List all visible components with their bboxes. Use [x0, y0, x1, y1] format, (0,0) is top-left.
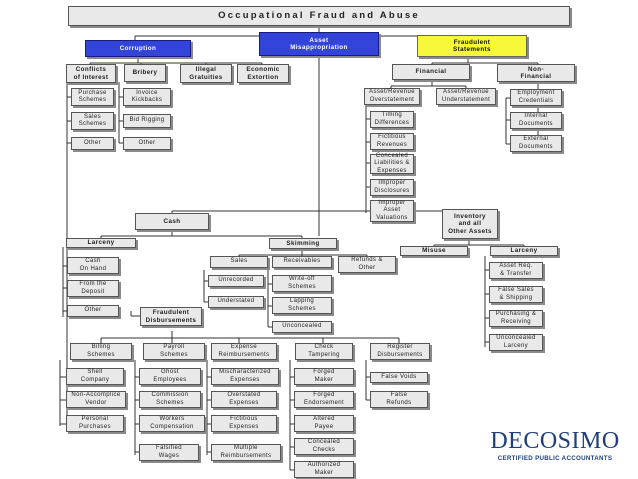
logo-tagline: CERTIFIED PUBLIC ACCOUNTANTS [497, 455, 613, 462]
concealed-liabilities-box: Concealed Liabilities & Expenses [370, 153, 414, 174]
unrecorded-box: Unrecorded [208, 275, 264, 287]
improper-disclosures-box: Improper Disclosures [370, 179, 414, 196]
forged-maker-box: Forged Maker [294, 368, 354, 385]
write-off-schemes-box: Write-off Schemes [272, 275, 332, 292]
multiple-reimbursements-box: Multiple Reimbursements [211, 444, 281, 461]
expense-reimbursements-box: Expense Reimbursements [211, 343, 277, 360]
asset-revenue-overstatement-box: Asset/Revenue Overstatement [364, 88, 420, 105]
mischaracterized-expenses-box: Mischaracterized Expenses [211, 368, 279, 385]
overstated-expenses-box: Overstated Expenses [211, 391, 277, 408]
cash-larceny-box: Larceny [66, 238, 136, 248]
asset-requisition-transfer-box: Asset Req. & Transfer [489, 262, 543, 279]
refunds-other-box: Refunds & Other [338, 256, 396, 273]
false-sales-shipping-box: False Sales & Shipping [489, 286, 543, 303]
workers-compensation-box: Workers Compensation [139, 415, 205, 432]
skimming-sales-box: Sales [210, 256, 268, 268]
shell-company-box: Shell Company [66, 368, 124, 385]
inventory-larceny-box: Larceny [490, 246, 558, 256]
purchase-schemes-box: Purchase Schemes [71, 88, 114, 106]
cash-box: Cash [135, 213, 209, 230]
fictitious-revenues-box: Fictitious Revenues [370, 133, 414, 150]
ghost-employees-box: Ghost Employees [139, 368, 201, 385]
decosimo-logo: DECOSIMO CERTIFIED PUBLIC ACCOUNTANTS [490, 428, 620, 464]
cash-larceny-other-box: Other [67, 305, 119, 317]
bribery-other-box: Other [123, 137, 171, 150]
billing-schemes-box: Billing Schemes [70, 343, 132, 360]
conflicts-of-interest-box: Conflicts of Interest [66, 64, 116, 83]
logo-name: DECOSIMO [490, 428, 620, 454]
unconcealed-larceny-box: Unconcealed Larceny [489, 334, 543, 351]
lapping-schemes-box: Lapping Schemes [272, 297, 332, 314]
cash-on-hand-box: Cash On Hand [67, 257, 119, 274]
asset-revenue-understatement-box: Asset/Revenue Understatement [436, 88, 496, 105]
external-documents-box: External Documents [510, 135, 562, 152]
corruption-box: Corruption [85, 40, 191, 57]
invoice-kickbacks-box: Invoice Kickbacks [123, 88, 171, 106]
purchasing-receiving-box: Purchasing & Receiving [489, 310, 543, 327]
timing-differences-box: Timing Differences [370, 111, 414, 128]
fraudulent-disbursements-box: Fraudulent Disbursements [140, 307, 202, 326]
check-tampering-box: Check Tampering [295, 343, 353, 360]
from-the-deposit-box: From the Deposit [67, 280, 119, 297]
misuse-box: Misuse [400, 246, 468, 256]
employment-credentials-box: Employment Credentials [510, 89, 562, 106]
skimming-unconcealed-box: Unconcealed [272, 321, 332, 333]
understated-box: Understated [208, 296, 264, 308]
skimming-receivables-box: Receivables [272, 256, 332, 268]
fictitious-expenses-box: Fictitious Expenses [211, 415, 277, 432]
illegal-gratuities-box: Illegal Gratuities [180, 64, 232, 83]
financial-box: Financial [392, 64, 470, 80]
falsified-wages-box: Falsified Wages [139, 444, 199, 461]
register-disbursements-box: Register Disbursements [370, 343, 430, 360]
fraudulent-statements-box: Fraudulent Statements [417, 35, 527, 57]
bribery-box: Bribery [124, 64, 166, 82]
sales-schemes-box: Sales Schemes [71, 112, 114, 130]
personal-purchases-box: Personal Purchases [66, 415, 124, 432]
altered-payee-box: Altered Payee [294, 415, 354, 432]
internal-documents-box: Internal Documents [510, 112, 562, 129]
concealed-checks-box: Concealed Checks [294, 438, 354, 455]
economic-extortion-box: Economic Extortion [237, 64, 289, 83]
commission-schemes-box: Commission Schemes [139, 391, 201, 408]
non-accomplice-vendor-box: Non-Accomplice Vendor [66, 391, 126, 408]
non-financial-box: Non- Financial [497, 64, 575, 82]
skimming-box: Skimming [269, 238, 337, 249]
false-refunds-box: False Refunds [370, 391, 428, 408]
authorized-maker-box: Authorized Maker [294, 461, 354, 478]
forged-endorsement-box: Forged Endorsement [294, 391, 354, 408]
conflicts-other-box: Other [71, 137, 114, 150]
asset-misappropriation-box: Asset Misappropriation [259, 32, 379, 56]
inventory-other-assets-box: Inventory and all Other Assets [442, 209, 498, 239]
false-voids-box: False Voids [370, 372, 428, 383]
payroll-schemes-box: Payroll Schemes [143, 343, 205, 360]
bid-rigging-box: Bid Rigging [123, 114, 171, 128]
diagram-title: Occupational Fraud and Abuse [68, 6, 570, 26]
improper-asset-valuations-box: Improper Asset Valuations [370, 200, 414, 222]
